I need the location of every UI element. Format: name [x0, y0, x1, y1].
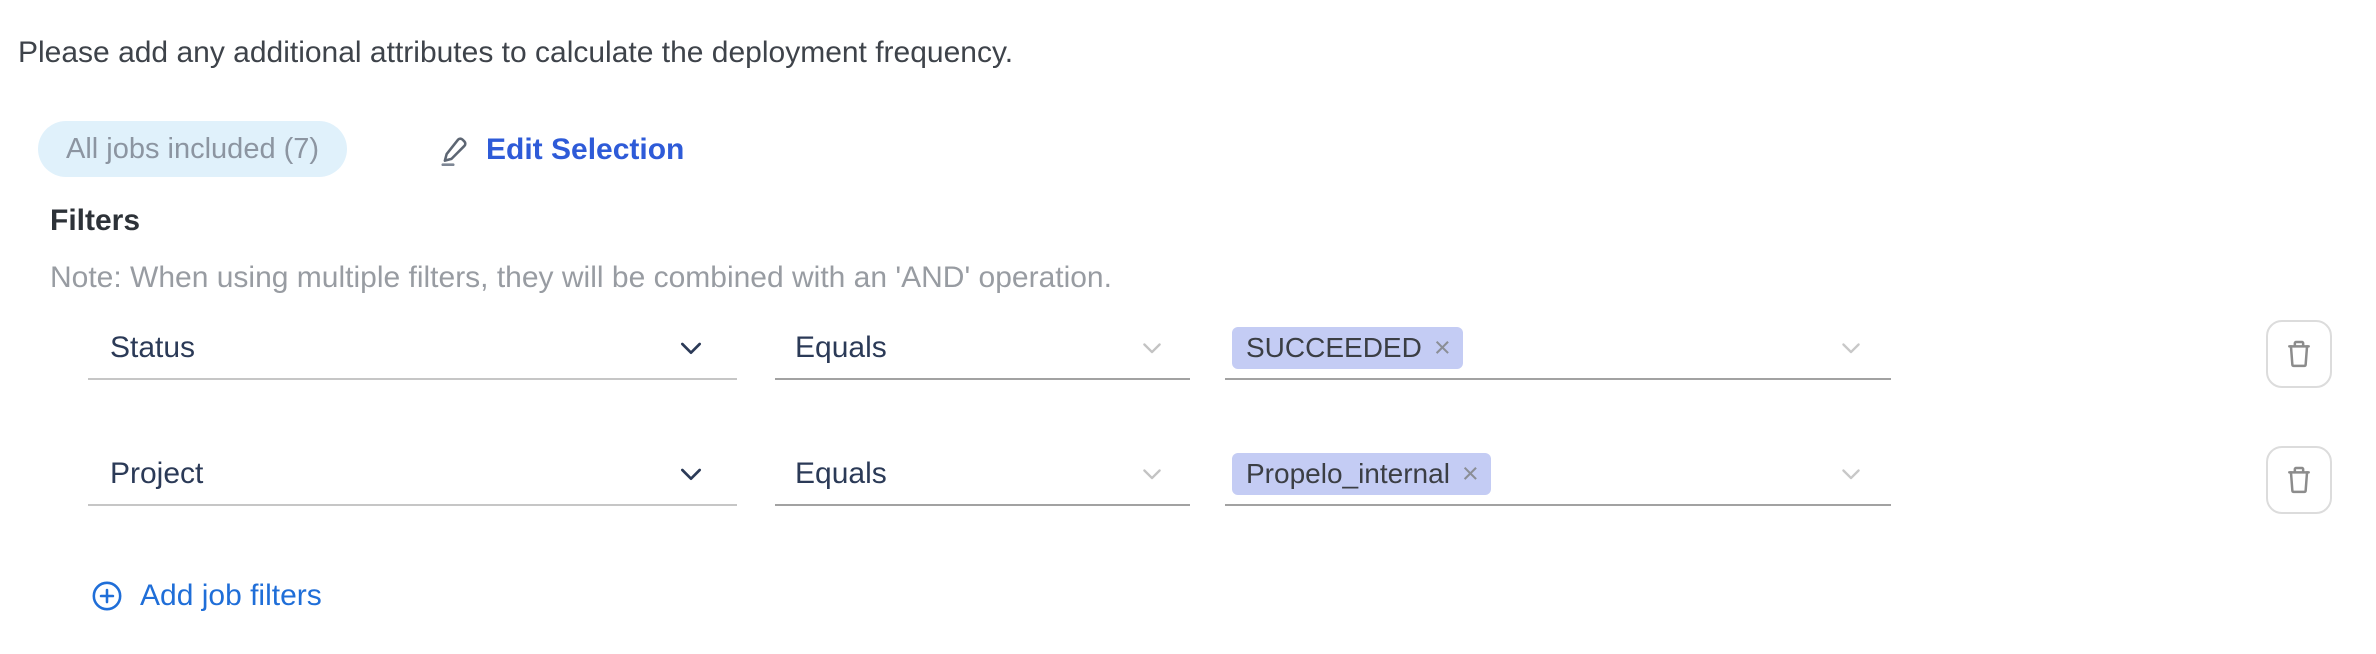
delete-filter-button-row2[interactable]	[2266, 446, 2332, 514]
plus-circle-icon	[90, 579, 124, 613]
chevron-down-icon	[1837, 334, 1865, 362]
attribute-select-row2[interactable]: Project	[88, 444, 737, 506]
trash-icon	[2282, 336, 2316, 372]
remove-value-icon[interactable]: ×	[1433, 331, 1451, 364]
operator-select-row2[interactable]: Equals	[775, 444, 1190, 506]
value-tag-label: Propelo_internal	[1246, 458, 1450, 489]
attribute-select-value: Status	[110, 331, 196, 364]
attribute-select-value: Project	[110, 457, 204, 490]
chevron-down-icon	[1138, 460, 1166, 488]
delete-filter-button-row1[interactable]	[2266, 320, 2332, 388]
operator-select-value: Equals	[795, 457, 887, 490]
operator-select-row1[interactable]: Equals	[775, 318, 1190, 380]
attribute-select-row1[interactable]: Status	[88, 318, 737, 380]
values-multiselect-row2[interactable]: Propelo_internal ×	[1225, 444, 1891, 506]
value-tag-label: SUCCEEDED	[1246, 332, 1422, 363]
filters-note: Note: When using multiple filters, they …	[50, 261, 1112, 294]
edit-selection-link[interactable]: Edit Selection	[436, 126, 684, 174]
filters-heading: Filters	[50, 204, 141, 237]
value-tag: Propelo_internal ×	[1232, 453, 1491, 495]
values-multiselect-row1[interactable]: SUCCEEDED ×	[1225, 318, 1891, 380]
chevron-down-icon	[675, 332, 707, 364]
page-title: Please add any additional attributes to …	[18, 36, 1014, 69]
operator-select-value: Equals	[795, 331, 887, 364]
edit-pencil-icon	[436, 132, 472, 168]
add-job-filters-label: Add job filters	[140, 579, 322, 612]
value-tag: SUCCEEDED ×	[1232, 327, 1463, 369]
jobs-included-badge: All jobs included (7)	[38, 121, 348, 177]
remove-value-icon[interactable]: ×	[1461, 457, 1479, 490]
trash-icon	[2282, 462, 2316, 498]
chevron-down-icon	[1837, 460, 1865, 488]
chevron-down-icon	[675, 458, 707, 490]
chevron-down-icon	[1138, 334, 1166, 362]
edit-selection-label: Edit Selection	[486, 133, 685, 166]
add-job-filters-button[interactable]: Add job filters	[90, 574, 322, 618]
